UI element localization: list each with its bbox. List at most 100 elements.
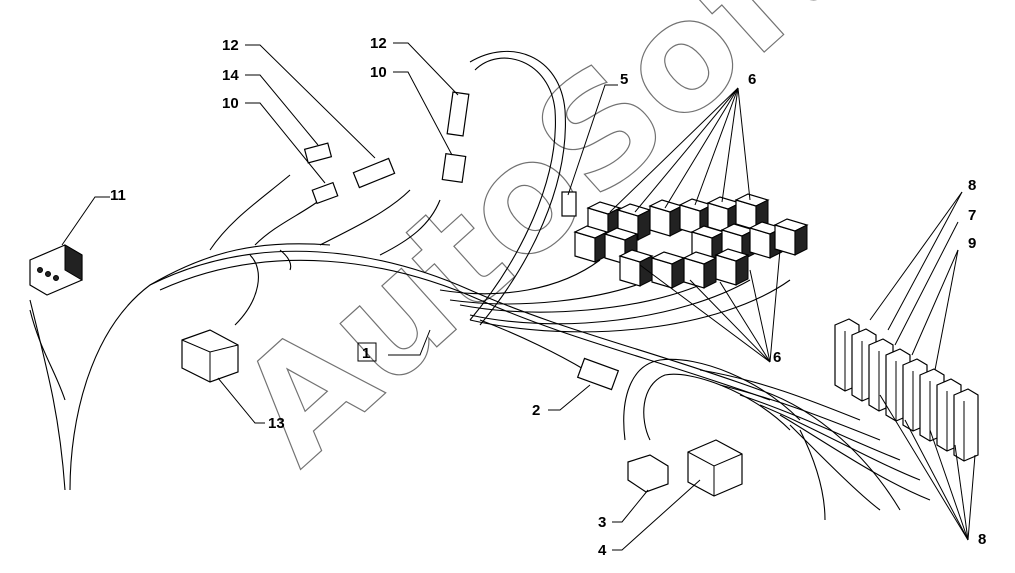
connector-12-right	[446, 91, 470, 137]
connector-6-module-side	[637, 209, 651, 241]
leader-6b	[749, 269, 771, 363]
callout-14: 14	[222, 67, 239, 84]
connector-11-pin	[53, 275, 59, 281]
leader-7	[894, 221, 959, 346]
leader-11	[61, 196, 110, 246]
callout-2: 2	[532, 402, 540, 419]
connector-6-module	[773, 218, 809, 256]
cable-fan-1	[439, 259, 601, 295]
leader-8b	[967, 454, 976, 541]
connector-6-module	[618, 249, 654, 287]
leader-6a	[737, 87, 751, 201]
connector-14	[303, 142, 333, 164]
leader-12b	[393, 42, 459, 96]
label-1-box	[357, 342, 377, 362]
harness-cables	[29, 50, 931, 521]
connector-14-body	[303, 142, 333, 164]
leader-6b	[639, 264, 771, 363]
leader-3	[612, 489, 649, 523]
connector-6-module	[650, 251, 686, 289]
connector-stack-module-body	[953, 388, 979, 462]
connector-stack-module	[953, 388, 979, 462]
leader-6b	[689, 279, 771, 363]
connector-11-pin	[45, 271, 51, 277]
leader-10a	[245, 102, 326, 184]
leader-lines	[61, 42, 976, 551]
leader-8b	[904, 419, 969, 541]
leader-1	[388, 329, 431, 356]
connector-4	[687, 439, 743, 497]
connector-4-body	[687, 439, 743, 497]
connector-12-left	[352, 157, 396, 189]
connector-2-body	[576, 357, 620, 391]
cable-arc-top	[469, 57, 556, 321]
connector-10-left	[311, 181, 339, 205]
connector-11	[29, 244, 83, 296]
callout-6-bottom: 6	[773, 349, 781, 366]
cable-loop-4	[643, 373, 791, 441]
cable-branch-4	[379, 199, 441, 256]
callout-12-left: 12	[222, 37, 239, 54]
leader-9	[934, 249, 959, 371]
connector-block-6	[573, 193, 809, 289]
cable-right-1	[699, 369, 861, 421]
cable-arc-top-b	[469, 50, 566, 326]
cable-fan-2	[449, 279, 651, 305]
connector-6-module	[573, 225, 609, 263]
connector-6-module-side	[703, 257, 717, 289]
connector-3-body	[627, 454, 669, 493]
callout-8-bottom: 8	[978, 531, 986, 548]
leader-6b	[769, 249, 781, 363]
connector-10-right	[441, 153, 467, 183]
leader-2	[548, 384, 591, 411]
callout-10-right: 10	[370, 64, 387, 81]
leader-12a	[245, 44, 376, 159]
callout-8-top: 8	[968, 177, 976, 194]
leader-6b	[719, 281, 771, 363]
cable-trunk	[149, 250, 901, 511]
connector-2	[576, 357, 620, 391]
cable-right-3	[739, 394, 901, 461]
connector-3	[627, 454, 669, 493]
leader-6a	[634, 87, 739, 213]
cable-right-7	[799, 429, 826, 521]
callout-12-right: 12	[370, 35, 387, 52]
cable-loop-3	[623, 358, 801, 441]
connector-5-body	[561, 191, 577, 217]
connector-10-left-body	[311, 181, 339, 205]
leader-6a	[609, 87, 739, 213]
cable-left-down	[29, 299, 66, 491]
connector-11-side	[64, 244, 83, 281]
cable-right-2	[719, 384, 881, 441]
connector-6-module	[682, 251, 718, 289]
cable-branch-6	[279, 249, 292, 271]
cable-branch-2	[254, 199, 321, 246]
cable-left-main	[69, 243, 331, 491]
connector-stack-7-8-9	[834, 318, 979, 462]
leader-8b	[929, 429, 969, 541]
callout-5: 5	[620, 71, 628, 88]
cable-branch-5	[234, 254, 259, 326]
cable-right-5	[779, 414, 931, 501]
relay-13	[181, 329, 239, 383]
leader-8b	[879, 394, 969, 541]
leader-6a	[721, 87, 739, 203]
callout-3: 3	[598, 514, 606, 531]
leader-13	[217, 377, 265, 424]
callout-11: 11	[110, 187, 126, 204]
callout-labels: 12 14 10 12 10 5 6 11 8 7 9 1 6 2 13 3 4…	[110, 35, 986, 559]
leader-10b	[393, 71, 453, 156]
cable-right-4	[759, 404, 921, 481]
leader-5	[567, 84, 618, 196]
cable-branch-2-conn	[479, 319, 586, 371]
leader-6a	[664, 87, 739, 209]
callout-10-left: 10	[222, 95, 239, 112]
connector-6-module	[714, 248, 750, 286]
connector-6-module-side	[735, 254, 749, 286]
callout-1: 1	[362, 345, 370, 362]
cable-branch-3	[319, 189, 411, 246]
callout-4: 4	[598, 542, 607, 559]
cable-fan-5	[469, 279, 791, 333]
